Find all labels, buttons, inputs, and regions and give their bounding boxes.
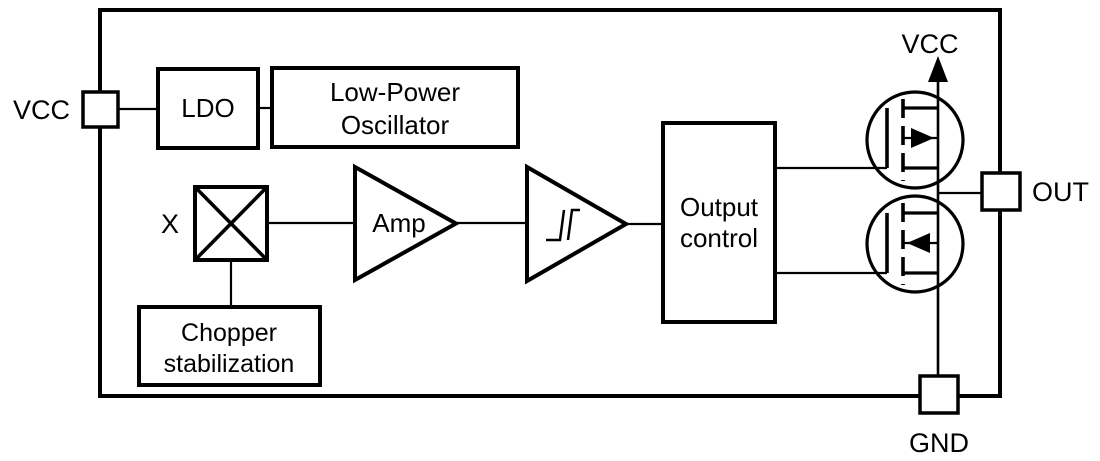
gnd-pin [918, 374, 960, 415]
multiplier-symbol [193, 185, 269, 262]
mosfet-body-arrow-right [911, 128, 934, 148]
amplifier-symbol [353, 163, 461, 284]
vcc-pin [81, 90, 120, 129]
high-side-mosfet-icon [885, 99, 938, 181]
oscillator-label-line2: Oscillator [341, 110, 450, 140]
high-side-mosfet-body [865, 90, 965, 190]
out-label: OUT [1032, 177, 1089, 207]
mosfet-body-arrow-left [907, 233, 930, 253]
low-side-mosfet-icon [885, 203, 938, 285]
amp-label: Amp [372, 208, 425, 238]
ldo-label: LDO [181, 93, 234, 123]
out-pin [980, 171, 1022, 212]
amp-triangle [353, 163, 461, 284]
oscillator-label-line1: Low-Power [330, 77, 460, 107]
output-control-label-line1: Output [680, 192, 759, 222]
vcc-top-label: VCC [901, 29, 958, 59]
gnd-label: GND [909, 428, 969, 458]
hysteresis-icon [546, 208, 580, 242]
vcc-arrow-icon [928, 56, 948, 82]
schmitt-triangle [525, 163, 631, 285]
schmitt-trigger-symbol [525, 163, 631, 285]
vcc-left-label: VCC [13, 95, 70, 125]
ldo-block [156, 67, 260, 150]
chopper-block [137, 305, 322, 387]
multiplier-diagonal [195, 187, 267, 260]
oscillator-block [270, 66, 520, 149]
low-side-mosfet-body [865, 194, 965, 294]
output-control-label-line2: control [680, 223, 758, 253]
chopper-label-line1: Chopper [181, 319, 277, 347]
chopper-label-line2: stabilization [164, 350, 295, 378]
output-control-block [661, 121, 777, 324]
multiplier-input-label: X [161, 209, 179, 239]
